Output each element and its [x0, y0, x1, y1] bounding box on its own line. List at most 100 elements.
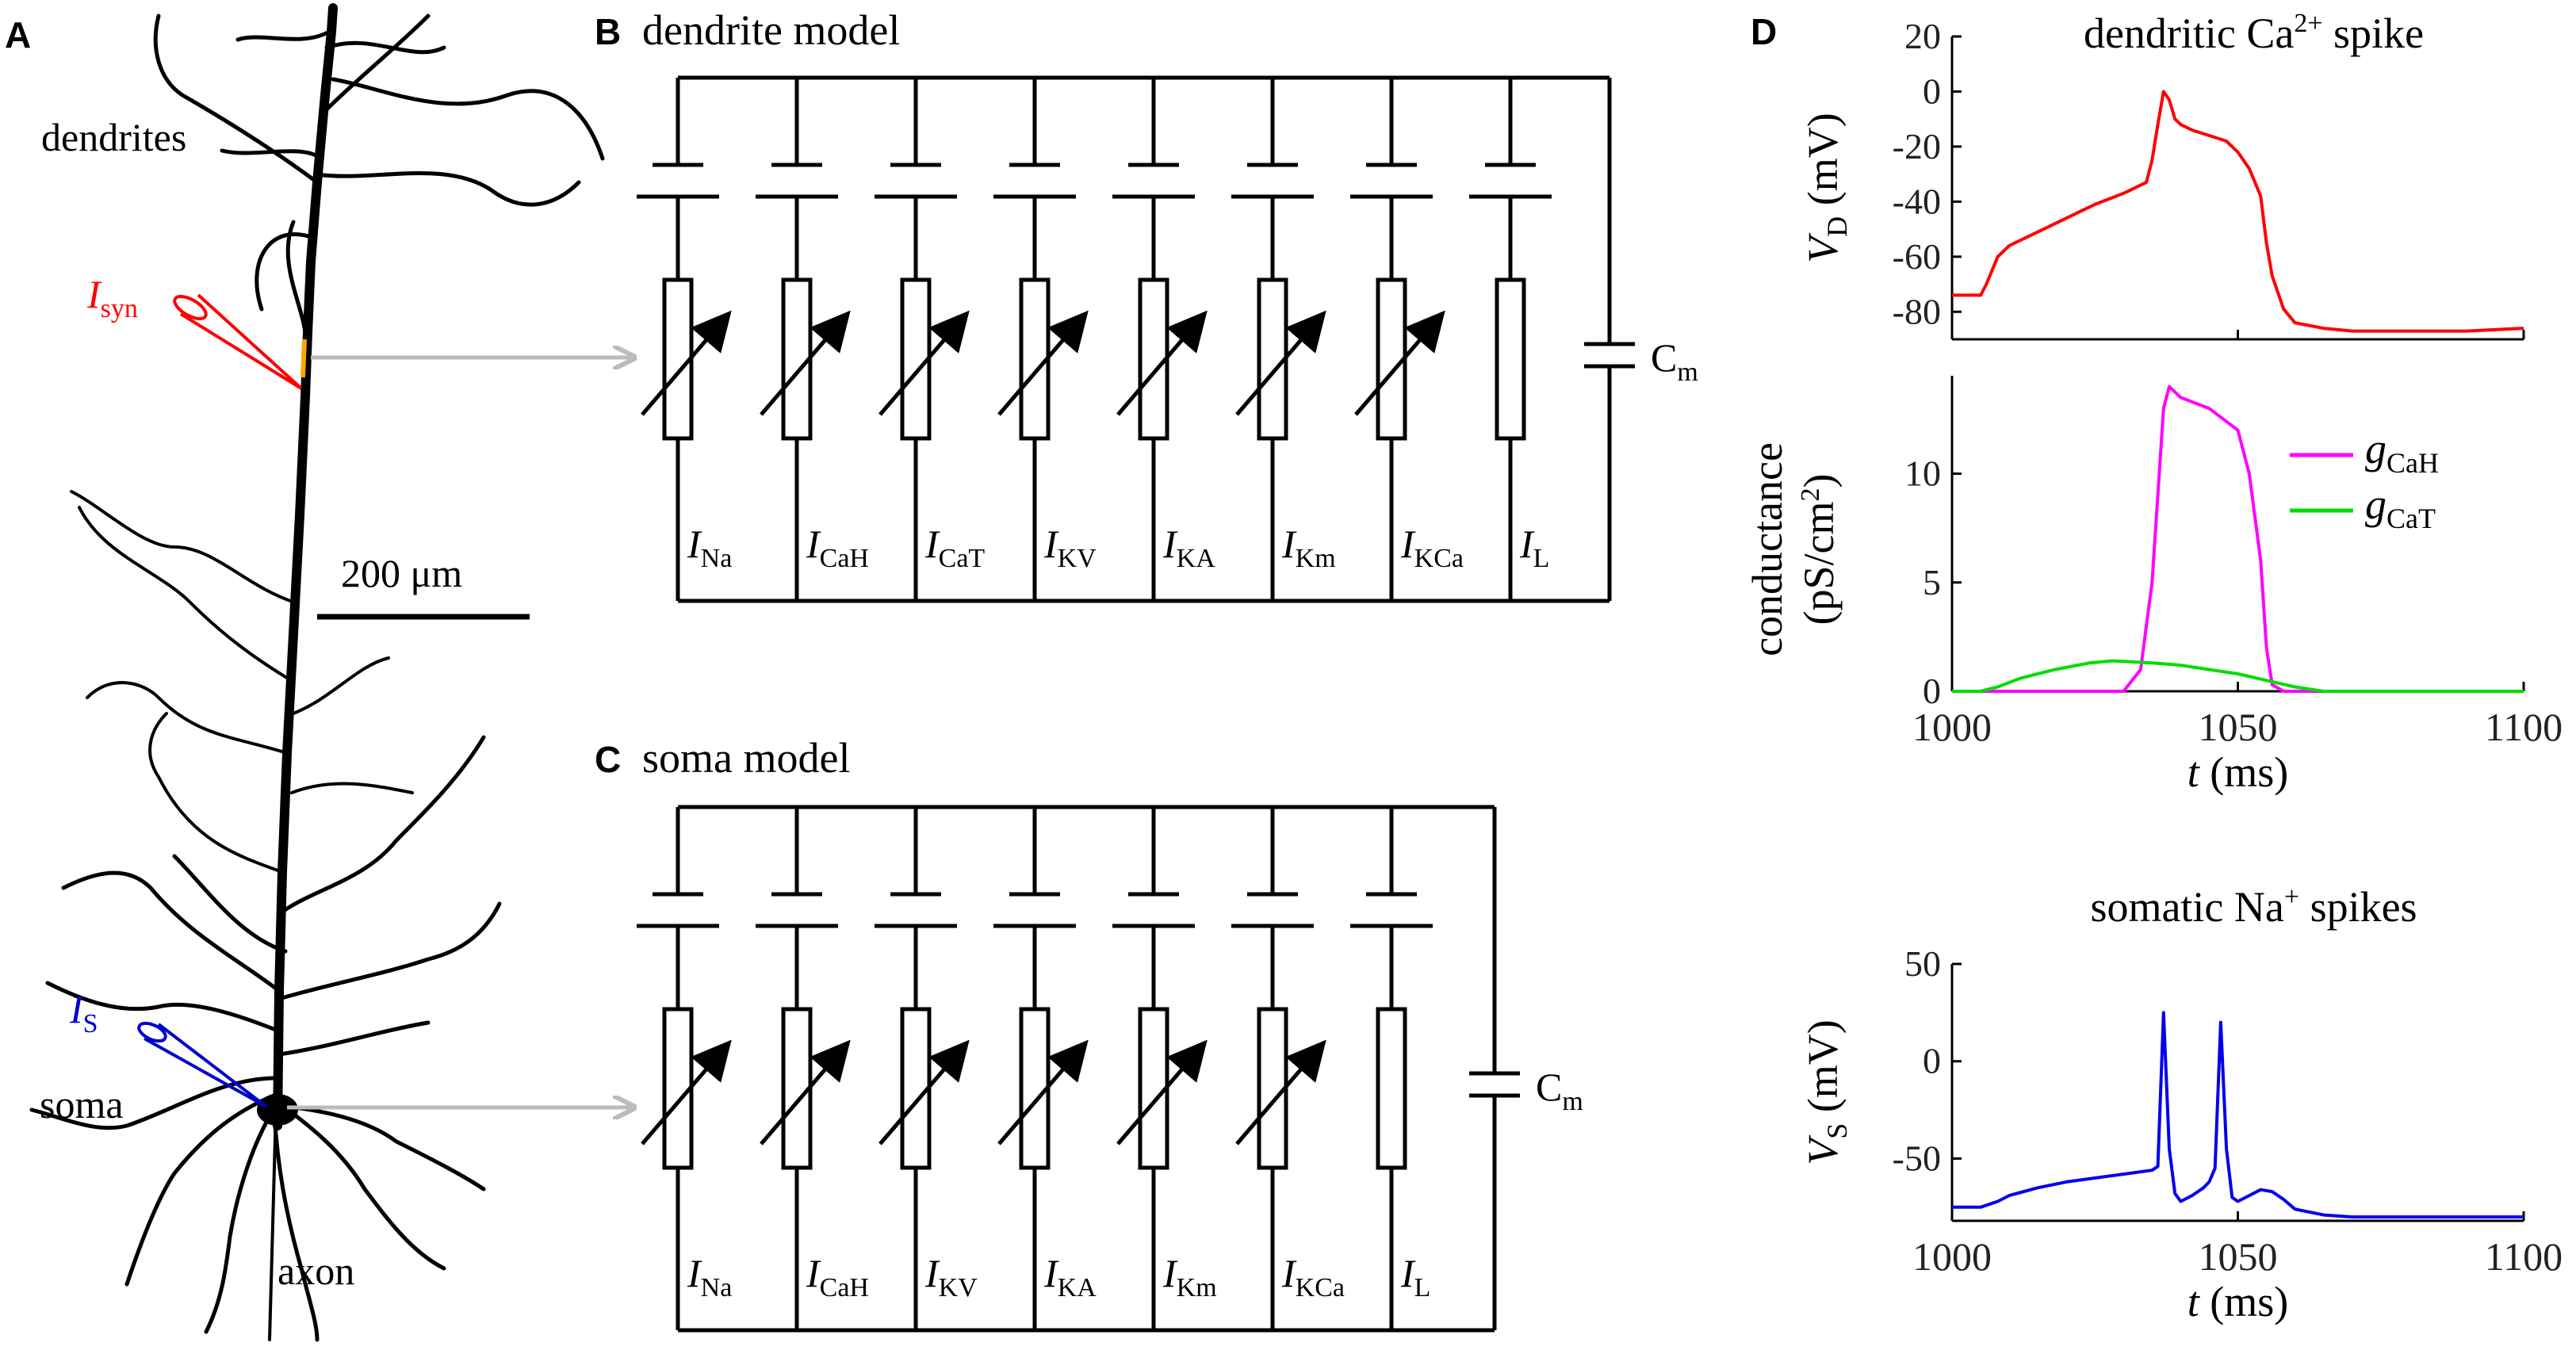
dendrite-model-title: dendrite model	[642, 6, 900, 54]
capacitance-label: Cm	[1536, 1065, 1583, 1116]
y-tick-label: -40	[1893, 181, 1941, 221]
variable-arrow	[1235, 310, 1326, 416]
channel-branch	[875, 807, 970, 1330]
soma-model-circuit: INa ICaH IKV IKA IKm IKCa IL Cm	[637, 805, 1583, 1333]
x-tick-label: 1050	[2199, 705, 2278, 749]
channel-label: IKm	[1281, 522, 1336, 573]
channel-branch	[637, 78, 732, 601]
synaptic-site-marker	[300, 338, 307, 378]
x-tick-label: 1100	[2485, 1234, 2563, 1279]
channel-label: IKA	[1162, 522, 1215, 573]
channel-branch	[1350, 807, 1433, 1330]
channel-branch	[637, 807, 732, 1330]
is-label: IS	[69, 987, 98, 1038]
isyn-label: Isyn	[86, 272, 138, 323]
channel-label: INa	[687, 1251, 732, 1302]
channel-branch	[875, 78, 970, 601]
channel-label: IL	[1519, 522, 1549, 573]
resistor	[1495, 277, 1526, 441]
channel-label: IKCa	[1281, 1251, 1345, 1302]
channel-label: ICaT	[924, 522, 985, 573]
channel-branch	[993, 807, 1089, 1330]
variable-arrow	[1116, 1039, 1208, 1146]
y-axis-label: VS (mV)	[1799, 1019, 1853, 1165]
x-tick-label: 1050	[2199, 1234, 2278, 1279]
series-line	[1952, 659, 2524, 693]
variable-arrow	[1116, 310, 1208, 416]
x-axis-label: t (ms)	[2187, 1278, 2289, 1325]
is-electrode	[137, 1021, 268, 1108]
variable-arrow	[997, 310, 1089, 416]
panel-label-c: C	[595, 739, 621, 780]
legend-label: gCaT	[2365, 480, 2436, 534]
chart-title: somatic Na+ spikes	[2090, 882, 2417, 931]
y-tick-label: -80	[1893, 291, 1941, 331]
variable-arrow	[1235, 1039, 1326, 1146]
channel-label: IL	[1400, 1251, 1430, 1302]
channel-label: IKV	[1043, 522, 1097, 573]
soma-model-title: soma model	[642, 734, 850, 782]
variable-arrow	[878, 1039, 970, 1146]
y-axis-label-units: (pS/cm2)	[1795, 474, 1843, 625]
somatic-voltage-chart: 50 0 -50 1000 1050 1100 somatic Na+ spikes VS (…	[1799, 882, 2563, 1325]
y-tick-label: 0	[1923, 71, 1941, 111]
panel-label-a: A	[5, 14, 31, 55]
channel-label: INa	[687, 522, 732, 573]
channel-branch	[1112, 807, 1208, 1330]
variable-arrow	[997, 1039, 1089, 1146]
variable-arrow	[641, 1039, 732, 1146]
x-tick-label: 1000	[1912, 705, 1992, 749]
channel-label: ICaH	[806, 1251, 869, 1302]
channel-label: IKA	[1043, 1251, 1097, 1302]
x-tick-label: 1000	[1912, 1234, 1992, 1279]
y-axis-label: VD (mV)	[1799, 113, 1853, 262]
y-tick-label: -60	[1893, 236, 1941, 277]
channel-label: ICaH	[806, 522, 869, 573]
variable-arrow	[641, 310, 732, 416]
series-line	[1952, 90, 2524, 333]
channel-label: IKCa	[1400, 522, 1464, 573]
channel-branch	[756, 78, 851, 601]
y-tick-label: 20	[1904, 16, 1941, 56]
series-line	[1952, 1011, 2524, 1219]
channel-branch	[1350, 78, 1445, 601]
y-tick-label: -50	[1893, 1138, 1941, 1178]
resistor	[1376, 1007, 1407, 1170]
channel-branch	[756, 807, 851, 1330]
y-tick-label: 0	[1923, 671, 1941, 711]
variable-arrow	[1354, 310, 1445, 416]
soma-label: soma	[40, 1082, 124, 1126]
axon-label: axon	[278, 1249, 354, 1293]
panel-label-b: B	[595, 11, 621, 52]
legend-label: gCaH	[2365, 425, 2439, 479]
channel-branch	[993, 78, 1089, 601]
capacitor	[1469, 807, 1520, 1330]
channel-label: IKm	[1162, 1251, 1217, 1302]
variable-arrow	[878, 310, 970, 416]
capacitance-label: Cm	[1651, 335, 1698, 387]
dendritic-voltage-chart: 20 0 -20 -40 -60 -80 dendritic Ca2+ spike VD (m…	[1799, 9, 2525, 341]
dendrite-model-circuit: INa ICaH ICaT IKV IKA IKm IKCa IL Cm	[637, 75, 1698, 603]
channel-branch	[1469, 78, 1552, 601]
variable-arrow	[760, 310, 851, 416]
y-tick-label: 0	[1923, 1041, 1941, 1081]
variable-arrow	[760, 1039, 851, 1146]
chart-title: dendritic Ca2+ spike	[2084, 9, 2424, 57]
y-axis-label: conductance	[1743, 442, 1791, 656]
x-axis-label: t (ms)	[2187, 748, 2289, 796]
series-line	[1952, 384, 2524, 693]
channel-branch	[1231, 807, 1326, 1330]
channel-label: IKV	[924, 1251, 978, 1302]
x-tick-label: 1100	[2485, 705, 2563, 749]
panel-label-d: D	[1751, 11, 1777, 52]
y-tick-label: -20	[1893, 126, 1941, 166]
isyn-electrode	[173, 293, 303, 390]
y-tick-label: 10	[1904, 453, 1941, 494]
scale-bar-label: 200 μm	[341, 551, 462, 595]
capacitor	[1584, 78, 1635, 601]
neuron-morphology	[29, 3, 605, 1342]
channel-branch	[1112, 78, 1208, 601]
channel-branch	[1231, 78, 1326, 601]
y-tick-label: 50	[1904, 943, 1941, 984]
